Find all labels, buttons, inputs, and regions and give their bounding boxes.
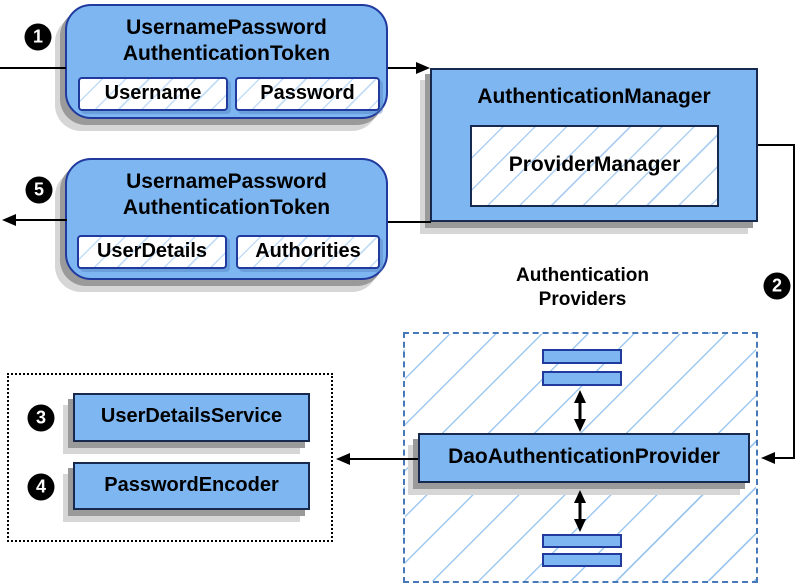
step-badge-1: 1: [24, 23, 52, 51]
user-details-service: UserDetailsService: [73, 393, 310, 442]
authentication-manager: AuthenticationManager ProviderManager: [430, 68, 758, 222]
token-request-title-line1: UsernamePassword: [126, 16, 327, 39]
username-password-token-request: UsernamePassword AuthenticationToken Use…: [65, 4, 388, 119]
password-encoder: PasswordEncoder: [73, 462, 310, 510]
step-badge-4: 4: [27, 473, 55, 501]
provider-slot-bar-top-1: [542, 349, 622, 364]
token-response-title-line2: AuthenticationToken: [122, 196, 331, 219]
arrow-manager-to-provider: [758, 144, 795, 464]
username-password-token-response: UsernamePassword AuthenticationToken Use…: [65, 158, 388, 280]
token-request-title: UsernamePassword AuthenticationToken: [67, 15, 386, 67]
authentication-manager-title: AuthenticationManager: [477, 85, 711, 108]
step-badge-2: 2: [763, 272, 791, 300]
authentication-providers-label: Authentication Providers: [455, 264, 710, 312]
token-response-title-line1: UsernamePassword: [126, 170, 327, 193]
step-badge-3: 3: [27, 404, 55, 432]
field-authorities: Authorities: [236, 235, 380, 269]
token-response-title: UsernamePassword AuthenticationToken: [67, 169, 386, 221]
provider-manager: ProviderManager: [470, 125, 719, 207]
dao-authentication-provider: DaoAuthenticationProvider: [418, 433, 750, 483]
authentication-providers-label-line1: Authentication: [516, 265, 649, 286]
arrow-step5-out: [2, 214, 67, 226]
provider-slot-bar-top-2: [542, 371, 622, 386]
provider-slot-bar-bottom-2: [542, 553, 622, 567]
step-badge-5: 5: [25, 176, 53, 204]
field-userdetails: UserDetails: [77, 235, 227, 269]
field-password: Password: [235, 77, 380, 111]
arrow-token-to-manager: [388, 62, 430, 74]
token-request-title-line2: AuthenticationToken: [122, 42, 331, 65]
authentication-providers-label-line2: Providers: [538, 289, 627, 310]
provider-slot-bar-bottom-1: [542, 534, 622, 548]
services-group: [7, 373, 333, 542]
field-username: Username: [78, 77, 228, 111]
